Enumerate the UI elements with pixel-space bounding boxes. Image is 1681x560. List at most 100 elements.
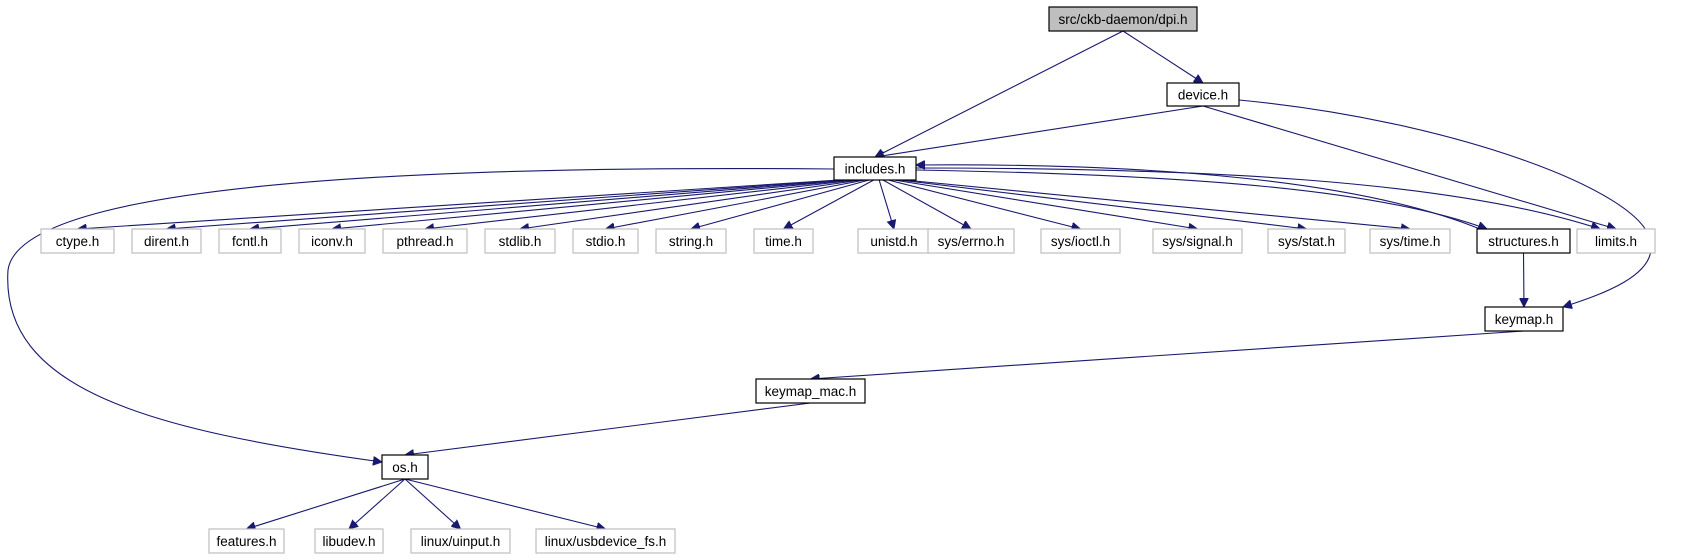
node-sys-ioctl-h: sys/ioctl.h [1040,228,1121,254]
node-stdio-h: stdio.h [572,228,639,254]
edge-device-h-to-keymap-h [1238,99,1652,307]
node-device-h[interactable]: device.h [1166,82,1240,107]
node-label: sys/errno.h [938,234,1005,249]
edge-includes-h-to-os-h [7,167,835,462]
node-box [1369,228,1451,254]
nodes-layer: src/ckb-daemon/dpi.h device.h includes.h ct… [40,6,1656,554]
node-dirent-h: dirent.h [131,228,202,254]
node-label: ctype.h [56,234,100,249]
node-structures-h[interactable]: structures.h [1476,228,1571,254]
edge-includes-h-to-unistd-h [878,179,894,229]
node-box [535,528,676,554]
node-ctype-h: ctype.h [40,228,115,254]
node-box [1476,228,1571,254]
node-label: unistd.h [870,234,917,249]
node-label: iconv.h [311,234,353,249]
edge-includes-h-to-structures-h [915,169,1487,229]
node-dpi-h[interactable]: src/ckb-daemon/dpi.h [1048,6,1198,32]
node-box [410,528,511,554]
node-box [1040,228,1121,254]
edge-os-h-to-features-h [247,478,406,529]
node-label: os.h [392,460,418,475]
edge-dpi-h-to-device-h [1122,30,1203,83]
node-time-h: time.h [753,228,814,254]
edge-includes-h-to-pthread-h [425,179,857,229]
edge-device-h-to-includes-h [875,105,1204,157]
node-keymap-h[interactable]: keymap.h [1484,306,1564,332]
edge-includes-h-to-limits-h [915,167,1600,229]
node-box [833,156,917,181]
node-label: keymap_mac.h [765,384,857,399]
node-box [484,228,556,254]
node-label: stdio.h [586,234,626,249]
edge-structures-h-to-keymap-h [1524,252,1525,307]
node-box [927,228,1015,254]
edge-includes-h-to-ctype-h [78,179,839,229]
edge-includes-h-to-sys-stat-h [899,179,1306,229]
node-label: linux/usbdevice_fs.h [545,534,667,549]
node-box [655,228,727,254]
node-box [857,228,931,254]
node-box [131,228,202,254]
node-box [753,228,814,254]
node-box [1576,228,1656,254]
node-libudev-h: libudev.h [314,528,384,554]
node-unistd-h: unistd.h [857,228,931,254]
node-label: fcntl.h [232,234,268,249]
edge-includes-h-to-sys-ioctl-h [888,179,1080,229]
node-limits-h: limits.h [1576,228,1656,254]
node-sys-errno-h: sys/errno.h [927,228,1015,254]
node-box [1152,228,1243,254]
node-linux-uinput-h: linux/uinput.h [410,528,511,554]
edge-os-h-to-linux-uinput-h [404,478,461,529]
node-label: linux/uinput.h [421,534,501,549]
node-label: dirent.h [144,234,189,249]
edge-includes-h-to-stdlib-h [520,179,861,229]
node-label: sys/stat.h [1278,234,1335,249]
node-label: stdlib.h [499,234,542,249]
node-keymap-mac-h[interactable]: keymap_mac.h [755,378,866,404]
edge-includes-h-to-fcntl-h [250,179,848,229]
node-sys-signal-h: sys/signal.h [1152,228,1243,254]
edges-layer [7,30,1652,529]
node-label: string.h [669,234,713,249]
node-string-h: string.h [655,228,727,254]
node-label: pthread.h [396,234,453,249]
node-label: features.h [216,534,276,549]
node-pthread-h: pthread.h [382,228,468,254]
node-box [1048,6,1198,32]
node-label: libudev.h [322,534,375,549]
node-label: sys/time.h [1380,234,1441,249]
node-box [298,228,366,254]
node-features-h: features.h [208,528,285,554]
node-label: sys/ioctl.h [1051,234,1110,249]
node-label: src/ckb-daemon/dpi.h [1058,12,1187,27]
node-box [1267,228,1346,254]
node-linux-usbdevice-fs-h: linux/usbdevice_fs.h [535,528,676,554]
node-os-h[interactable]: os.h [381,454,429,480]
node-includes-h[interactable]: includes.h [833,156,917,181]
node-box [208,528,285,554]
node-iconv-h: iconv.h [298,228,366,254]
node-sys-stat-h: sys/stat.h [1267,228,1346,254]
edge-includes-h-to-time-h [784,179,874,230]
node-box [40,228,115,254]
edge-includes-h-to-dirent-h [167,179,844,229]
node-box [1484,306,1564,332]
edge-device-h-to-limits-h [1202,105,1616,229]
edge-os-h-to-libudev-h [349,478,406,529]
node-label: time.h [765,234,802,249]
edge-os-h-to-linux-usbdevice-fs-h [404,478,606,529]
edge-includes-h-to-sys-time-h [904,179,1410,229]
edge-includes-h-to-stdio-h [606,179,866,229]
node-box [755,378,866,404]
node-box [1166,82,1240,107]
node-label: sys/signal.h [1162,234,1233,249]
node-fcntl-h: fcntl.h [218,228,282,254]
node-label: device.h [1178,88,1228,103]
node-label: limits.h [1595,234,1637,249]
node-box [381,454,429,480]
edge-dpi-h-to-includes-h [875,30,1124,158]
node-box [218,228,282,254]
